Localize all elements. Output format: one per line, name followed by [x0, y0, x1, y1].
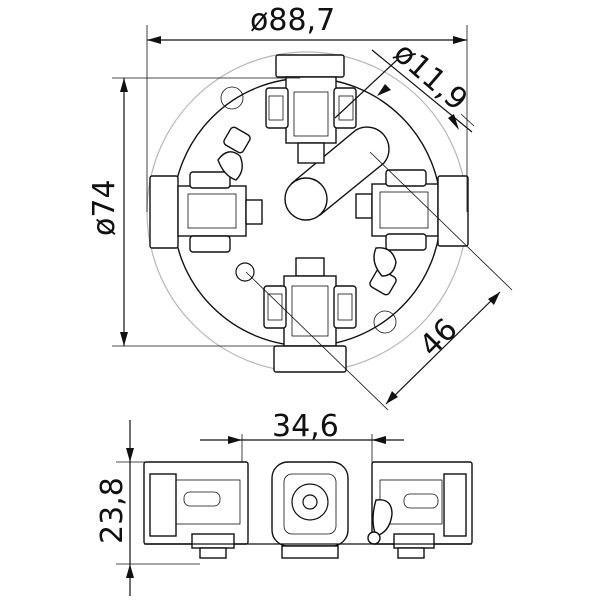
- center-shaft: [284, 126, 390, 221]
- side-holder-center: [271, 461, 349, 559]
- top-view: ø88,7 ø74 ø11,9 46: [87, 3, 513, 411]
- outer-diameter-label: ø88,7: [250, 3, 335, 38]
- brush-holder-bottom: [263, 257, 357, 373]
- height-label: 23,8: [95, 477, 130, 544]
- plate-diameter-label: ø74: [87, 179, 122, 236]
- dimension-outer-diameter: ø88,7: [146, 3, 468, 212]
- mounting-hole: [373, 310, 397, 334]
- diagonal-label: 46: [413, 312, 465, 364]
- mounting-hole: [235, 262, 255, 282]
- spring-clip-lower: [369, 247, 397, 296]
- spring-clip-upper: [217, 126, 251, 181]
- width-label: 34,6: [272, 409, 339, 444]
- brush-holder-right: [355, 169, 469, 251]
- side-holder-left: [143, 461, 249, 559]
- dimension-width: 34,6: [200, 409, 404, 470]
- center-hole-label: ø11,9: [387, 36, 474, 118]
- dimension-height: 23,8: [95, 420, 200, 596]
- brush-holder-left: [149, 171, 263, 253]
- side-view: 34,6 23,8: [95, 409, 473, 596]
- mounting-hole: [220, 86, 244, 110]
- dimension-plate-diameter: ø74: [87, 77, 300, 347]
